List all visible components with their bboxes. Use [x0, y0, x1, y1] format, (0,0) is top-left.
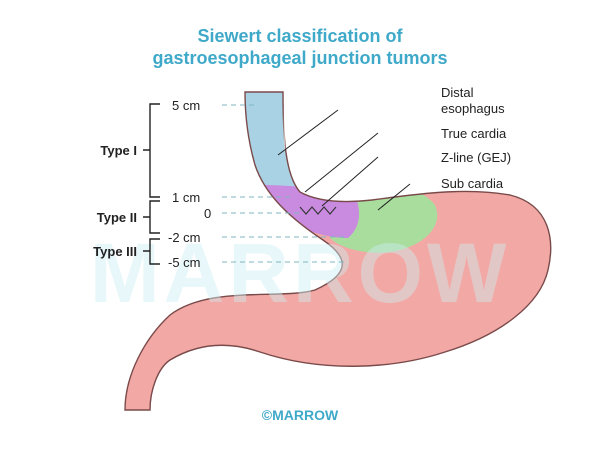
leader-z-line — [321, 156, 379, 207]
callout-z-line: Z-line (GEJ) — [441, 150, 511, 165]
type-brackets — [143, 103, 160, 265]
diagram-title-line1: Siewert classification of — [197, 26, 403, 46]
level-label-minus-2cm: -2 cm — [168, 230, 201, 245]
diagram-title-line2: gastroesophageal junction tumors — [152, 48, 447, 68]
bracket-type-3 — [143, 238, 160, 265]
leader-distal-esophagus — [277, 109, 339, 156]
bracket-type-1 — [143, 103, 160, 198]
z-line-mark — [299, 206, 337, 215]
brand-footer: ©MARROW — [262, 407, 339, 423]
callout-distal-line1: Distal — [441, 85, 474, 100]
leader-true-cardia — [304, 132, 379, 193]
type-label-2: Type II — [97, 210, 137, 225]
type-label-3: Type III — [93, 244, 137, 259]
callout-true-cardia: True cardia — [441, 126, 507, 141]
type-label-1: Type I — [100, 143, 137, 158]
callout-sub-cardia: Sub cardia — [441, 176, 504, 191]
level-label-minus-5cm: -5 cm — [168, 255, 201, 270]
organ-outline — [124, 91, 552, 411]
level-label-0: 0 — [204, 206, 211, 221]
watermark-text: MARROW — [90, 226, 511, 320]
level-label-5cm: 5 cm — [172, 98, 200, 113]
level-guide-lines — [222, 104, 348, 263]
callout-distal-line2: esophagus — [441, 101, 505, 116]
level-label-1cm: 1 cm — [172, 190, 200, 205]
bracket-type-2 — [143, 200, 160, 234]
leader-sub-cardia — [377, 183, 411, 211]
callout-leaders — [277, 109, 411, 211]
esophagus-highlight — [283, 91, 286, 151]
